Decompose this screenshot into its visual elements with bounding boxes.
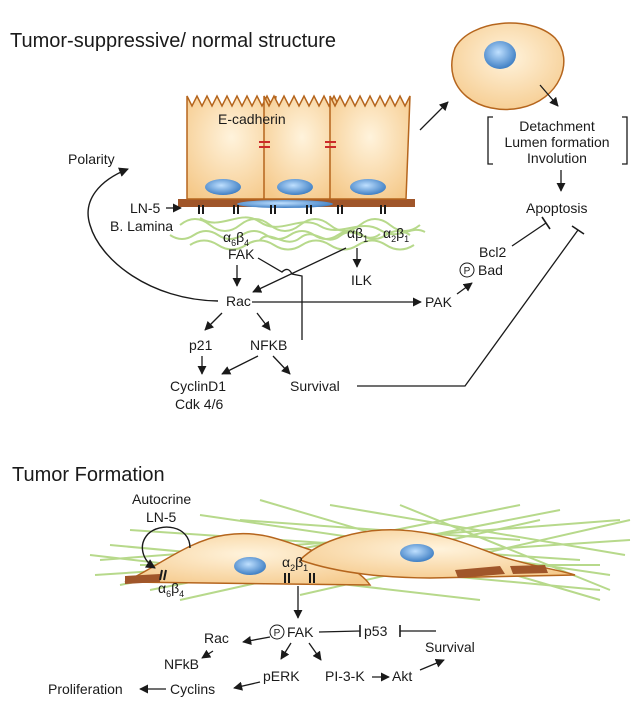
integrin-ab1-label: αβ1 [347, 225, 368, 244]
basement-patch [125, 574, 160, 584]
bottom-integrin-a6b4-label: α6β4 [158, 580, 184, 599]
fak-inhibits-p53 [318, 630, 361, 633]
fak-to-survival-line [257, 257, 303, 340]
cyclins-label: Cyclins [170, 681, 215, 697]
survival-label: Survival [290, 378, 340, 394]
cyclind1-label: CyclinD1 [170, 378, 226, 394]
svg-text:α6β4: α6β4 [223, 229, 249, 248]
ln5-label: LN-5 [130, 200, 161, 216]
basal-lamina-label: B. Lamina [110, 218, 173, 234]
bottom-section-title: Tumor Formation [12, 464, 165, 486]
outcome-involution: Involution [527, 150, 587, 166]
phospho-badge [459, 262, 475, 278]
cell-nucleus [277, 179, 313, 195]
outcome-lumen-formation: Lumen formation [504, 134, 609, 150]
fak-to-perk-arrow [280, 642, 292, 660]
rac-label: Rac [226, 293, 251, 309]
fak-phospho-badge [269, 624, 285, 640]
fak-label: FAK [228, 246, 255, 262]
e-cadherin-junctions [259, 141, 336, 148]
tumor-cell-nucleus [234, 557, 266, 575]
rac-to-p21-arrow [204, 312, 223, 331]
inhibition-bar [541, 216, 551, 230]
epithelial-cells [186, 94, 411, 200]
bracket-right [622, 116, 628, 165]
basement-patch [510, 565, 548, 574]
epithelial-cell-1 [186, 94, 277, 200]
fak-to-pi3k-arrow [308, 642, 322, 661]
bottom-fak-label: FAK [287, 624, 314, 640]
perk-label: pERK [263, 668, 300, 684]
akt-label: Akt [392, 668, 412, 684]
inhibition-bar [571, 225, 585, 235]
polarity-label: Polarity [68, 151, 115, 167]
p21-label: p21 [189, 337, 213, 353]
bottom-integrin-a2b1-label: α2β1 [282, 554, 308, 573]
rac-to-nfkb-arrow [256, 312, 271, 331]
autocrine-ln5-label: LN-5 [146, 509, 177, 525]
tumor-cell-nucleus [400, 544, 434, 562]
lumen-nucleus-flat [237, 200, 333, 208]
p53-label: p53 [364, 623, 388, 639]
cell-nucleus [205, 179, 241, 195]
to-outcomes-arrow [539, 84, 559, 107]
autocrine-loop-arrow [141, 526, 191, 569]
outcome-detachment: Detachment [519, 118, 595, 134]
pi3k-label: PI-3-K [325, 668, 365, 684]
fak-to-rac-arrow-bottom [242, 636, 271, 645]
perk-to-cyclins-arrow [233, 681, 261, 691]
proliferation-label: Proliferation [48, 681, 123, 697]
rac-to-nfkb-arrow-bottom [201, 649, 214, 659]
cell-detach-arrow [419, 101, 449, 131]
top-matrix-fibers [169, 216, 426, 251]
integrin-receptors-bottom [159, 569, 315, 583]
svg-text:α2β1: α2β1 [383, 225, 409, 244]
bottom-rac-label: Rac [204, 630, 229, 646]
phospho-badge-label: P [464, 266, 471, 277]
pak-to-bad-arrow [456, 282, 473, 295]
nfkb-to-cyclin-arrow [221, 355, 259, 375]
integrin-receptors-top [198, 205, 386, 214]
bad-label: Bad [478, 262, 503, 278]
survival-inhibits-apoptosis [357, 229, 579, 387]
svg-text:αβ1: αβ1 [347, 225, 368, 244]
nfkb-to-survival-arrow [272, 355, 291, 375]
svg-text:α2β1: α2β1 [282, 554, 308, 573]
tumor-cell-2 [298, 529, 576, 579]
akt-to-survival-arrow [419, 658, 445, 671]
bottom-nfkb-label: NFkB [164, 656, 199, 672]
apoptosis-label: Apoptosis [526, 200, 587, 216]
ilk-label: ILK [351, 272, 373, 288]
ab1-to-rac-arrow [252, 247, 347, 293]
bcl2-label: Bcl2 [479, 244, 506, 260]
detached-cell-nucleus [484, 41, 516, 69]
top-section-title: Tumor-suppressive/ normal structure [10, 30, 336, 52]
nfkb-label: NFKB [250, 337, 287, 353]
basement-patch [455, 566, 505, 578]
rac-to-polarity-arrow [87, 167, 219, 302]
integrin-a6b4-label: α6β4 [223, 229, 249, 248]
svg-text:α6β4: α6β4 [158, 580, 184, 599]
epithelial-cell-3 [329, 94, 411, 200]
e-cadherin-label: E-cadherin [218, 111, 286, 127]
bcl2-inhibits-apoptosis [511, 222, 547, 247]
cdk-label: Cdk 4/6 [175, 396, 223, 412]
integrin-a2b1-label: α2β1 [383, 225, 409, 244]
cell-nucleus [350, 179, 386, 195]
bracket-left [487, 116, 493, 165]
pak-label: PAK [425, 294, 453, 310]
autocrine-label: Autocrine [132, 491, 191, 507]
fak-phospho-label: P [274, 628, 281, 639]
bottom-survival-label: Survival [425, 639, 475, 655]
